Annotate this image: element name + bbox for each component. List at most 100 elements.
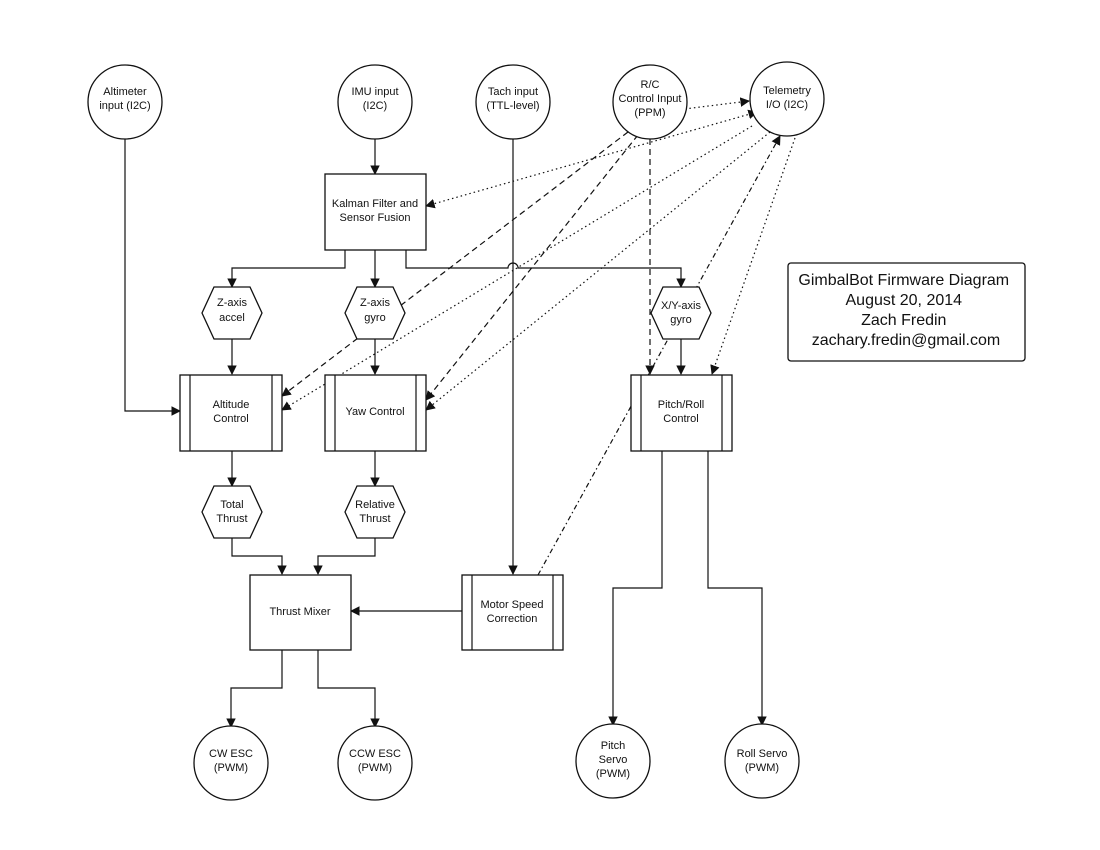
altimeter-line-1: Altimeter <box>103 86 147 98</box>
title-line-1: GimbalBot Firmware Diagram <box>798 272 1009 289</box>
altimeter-line-2: input (I2C) <box>99 100 150 112</box>
roll-servo-node: Roll Servo(PWM) <box>724 723 800 799</box>
tach-line-2: (TTL-level) <box>486 100 539 112</box>
svg-text:IMU input(I2C): IMU input (I2C) <box>351 86 398 112</box>
altitude-line-2: Control <box>213 413 248 425</box>
edge-motor-speed-to-telemetry <box>537 135 781 576</box>
xy-gyro-line-1: X/Y-axis <box>661 300 701 312</box>
ccw-esc-line-1: CCW ESC <box>349 748 401 760</box>
nodes: Altimeter input (I2C) IMU input (I2C) Tach… <box>87 61 825 801</box>
total-thrust-line-1: Total <box>220 499 243 511</box>
yaw-node: Yaw Control <box>324 374 427 452</box>
title-line-4: zachary.fredin@gmail.com <box>812 332 1000 349</box>
z-accel-node: Z-axis accel <box>201 286 263 340</box>
edge-kalman-to-z-accel <box>227 250 346 288</box>
title-line-2: August 20, 2014 <box>846 292 963 309</box>
rc-line-2: Control Input <box>619 93 682 105</box>
ccw-esc-line-2: (PWM) <box>358 762 392 774</box>
pitch-servo-line-1: Pitch <box>601 740 625 752</box>
motor-speed-line-2: Correction <box>487 613 538 625</box>
edge-rc-to-yaw <box>425 134 639 401</box>
total-thrust-line-2: Thrust <box>216 513 247 525</box>
cw-esc-node: CW ESC (PWM) <box>193 725 269 801</box>
ccw-esc-node: CCW ESC (PWM) <box>337 725 413 801</box>
svg-text:CCW ESC(PWM): CCW ESC (PWM) <box>349 748 401 774</box>
edge-kalman-to-xy-gyro <box>405 250 686 288</box>
cw-esc-line-2: (PWM) <box>214 762 248 774</box>
pitchroll-line-2: Control <box>663 413 698 425</box>
pitch-servo-line-3: (PWM) <box>596 768 630 780</box>
z-accel-line-2: accel <box>219 312 245 324</box>
altimeter-node: Altimeter input (I2C) <box>87 64 163 140</box>
kalman-line-2: Sensor Fusion <box>340 212 411 224</box>
edge-telemetry-to-yaw <box>425 131 771 411</box>
connectors <box>124 97 796 728</box>
yaw-line-1: Yaw Control <box>345 406 404 418</box>
relative-thrust-line-2: Thrust <box>359 513 390 525</box>
svg-text:Thrust Mixer: Thrust Mixer <box>269 606 330 618</box>
edge-pitchroll-to-roll-servo <box>707 451 767 726</box>
edge-mixer-to-ccw-esc <box>317 650 380 728</box>
z-gyro-node: Z-axis gyro <box>344 286 406 340</box>
rc-line-1: R/C <box>641 79 660 91</box>
cw-esc-line-1: CW ESC <box>209 748 253 760</box>
pitchroll-line-1: Pitch/Roll <box>658 399 704 411</box>
edge-rc-to-telemetry <box>675 97 750 111</box>
edge-telemetry-to-altitude <box>281 125 753 411</box>
imu-line-1: IMU input <box>351 86 398 98</box>
pitch-servo-line-2: Servo <box>599 754 628 766</box>
svg-text:Yaw Control: Yaw Control <box>345 406 404 418</box>
edge-rc-to-altitude <box>281 131 629 397</box>
tach-line-1: Tach input <box>488 86 538 98</box>
thrust-mixer-line-1: Thrust Mixer <box>269 606 330 618</box>
edge-altimeter-to-altitude <box>124 139 181 416</box>
z-gyro-line-1: Z-axis <box>360 297 390 309</box>
thrust-mixer-node: Thrust Mixer <box>249 574 352 651</box>
roll-servo-line-2: (PWM) <box>745 762 779 774</box>
xy-gyro-line-2: gyro <box>670 314 691 326</box>
tach-node: Tach input (TTL-level) <box>475 64 551 140</box>
svg-text:Tach input(TTL-level): Tach input (TTL-level) <box>486 86 539 112</box>
z-gyro-line-2: gyro <box>364 312 385 324</box>
edge-pitchroll-to-pitch-servo <box>608 451 663 726</box>
edge-relative-thrust-to-mixer <box>313 538 376 575</box>
title-line-3: Zach Fredin <box>861 312 946 329</box>
edge-telemetry-to-pitchroll <box>710 137 796 375</box>
edge-total-thrust-to-mixer <box>231 538 287 575</box>
svg-text:Roll Servo(PWM): Roll Servo(PWM) <box>737 748 788 774</box>
telemetry-line-2: I/O (I2C) <box>766 99 808 111</box>
rc-line-3: (PPM) <box>634 107 665 119</box>
svg-text:CW ESC(PWM): CW ESC (PWM) <box>209 748 253 774</box>
kalman-line-1: Kalman Filter and <box>332 198 418 210</box>
title-block: GimbalBot Firmware Diagram August 20, 20… <box>787 262 1026 362</box>
rc-node: R/C Control Input (PPM) <box>612 64 688 140</box>
relative-thrust-line-1: Relative <box>355 499 395 511</box>
z-accel-line-1: Z-axis <box>217 297 247 309</box>
imu-line-2: (I2C) <box>363 100 387 112</box>
edge-kalman-to-telemetry <box>425 109 758 209</box>
motor-speed-line-1: Motor Speed <box>481 599 544 611</box>
telemetry-line-1: Telemetry <box>763 85 811 97</box>
